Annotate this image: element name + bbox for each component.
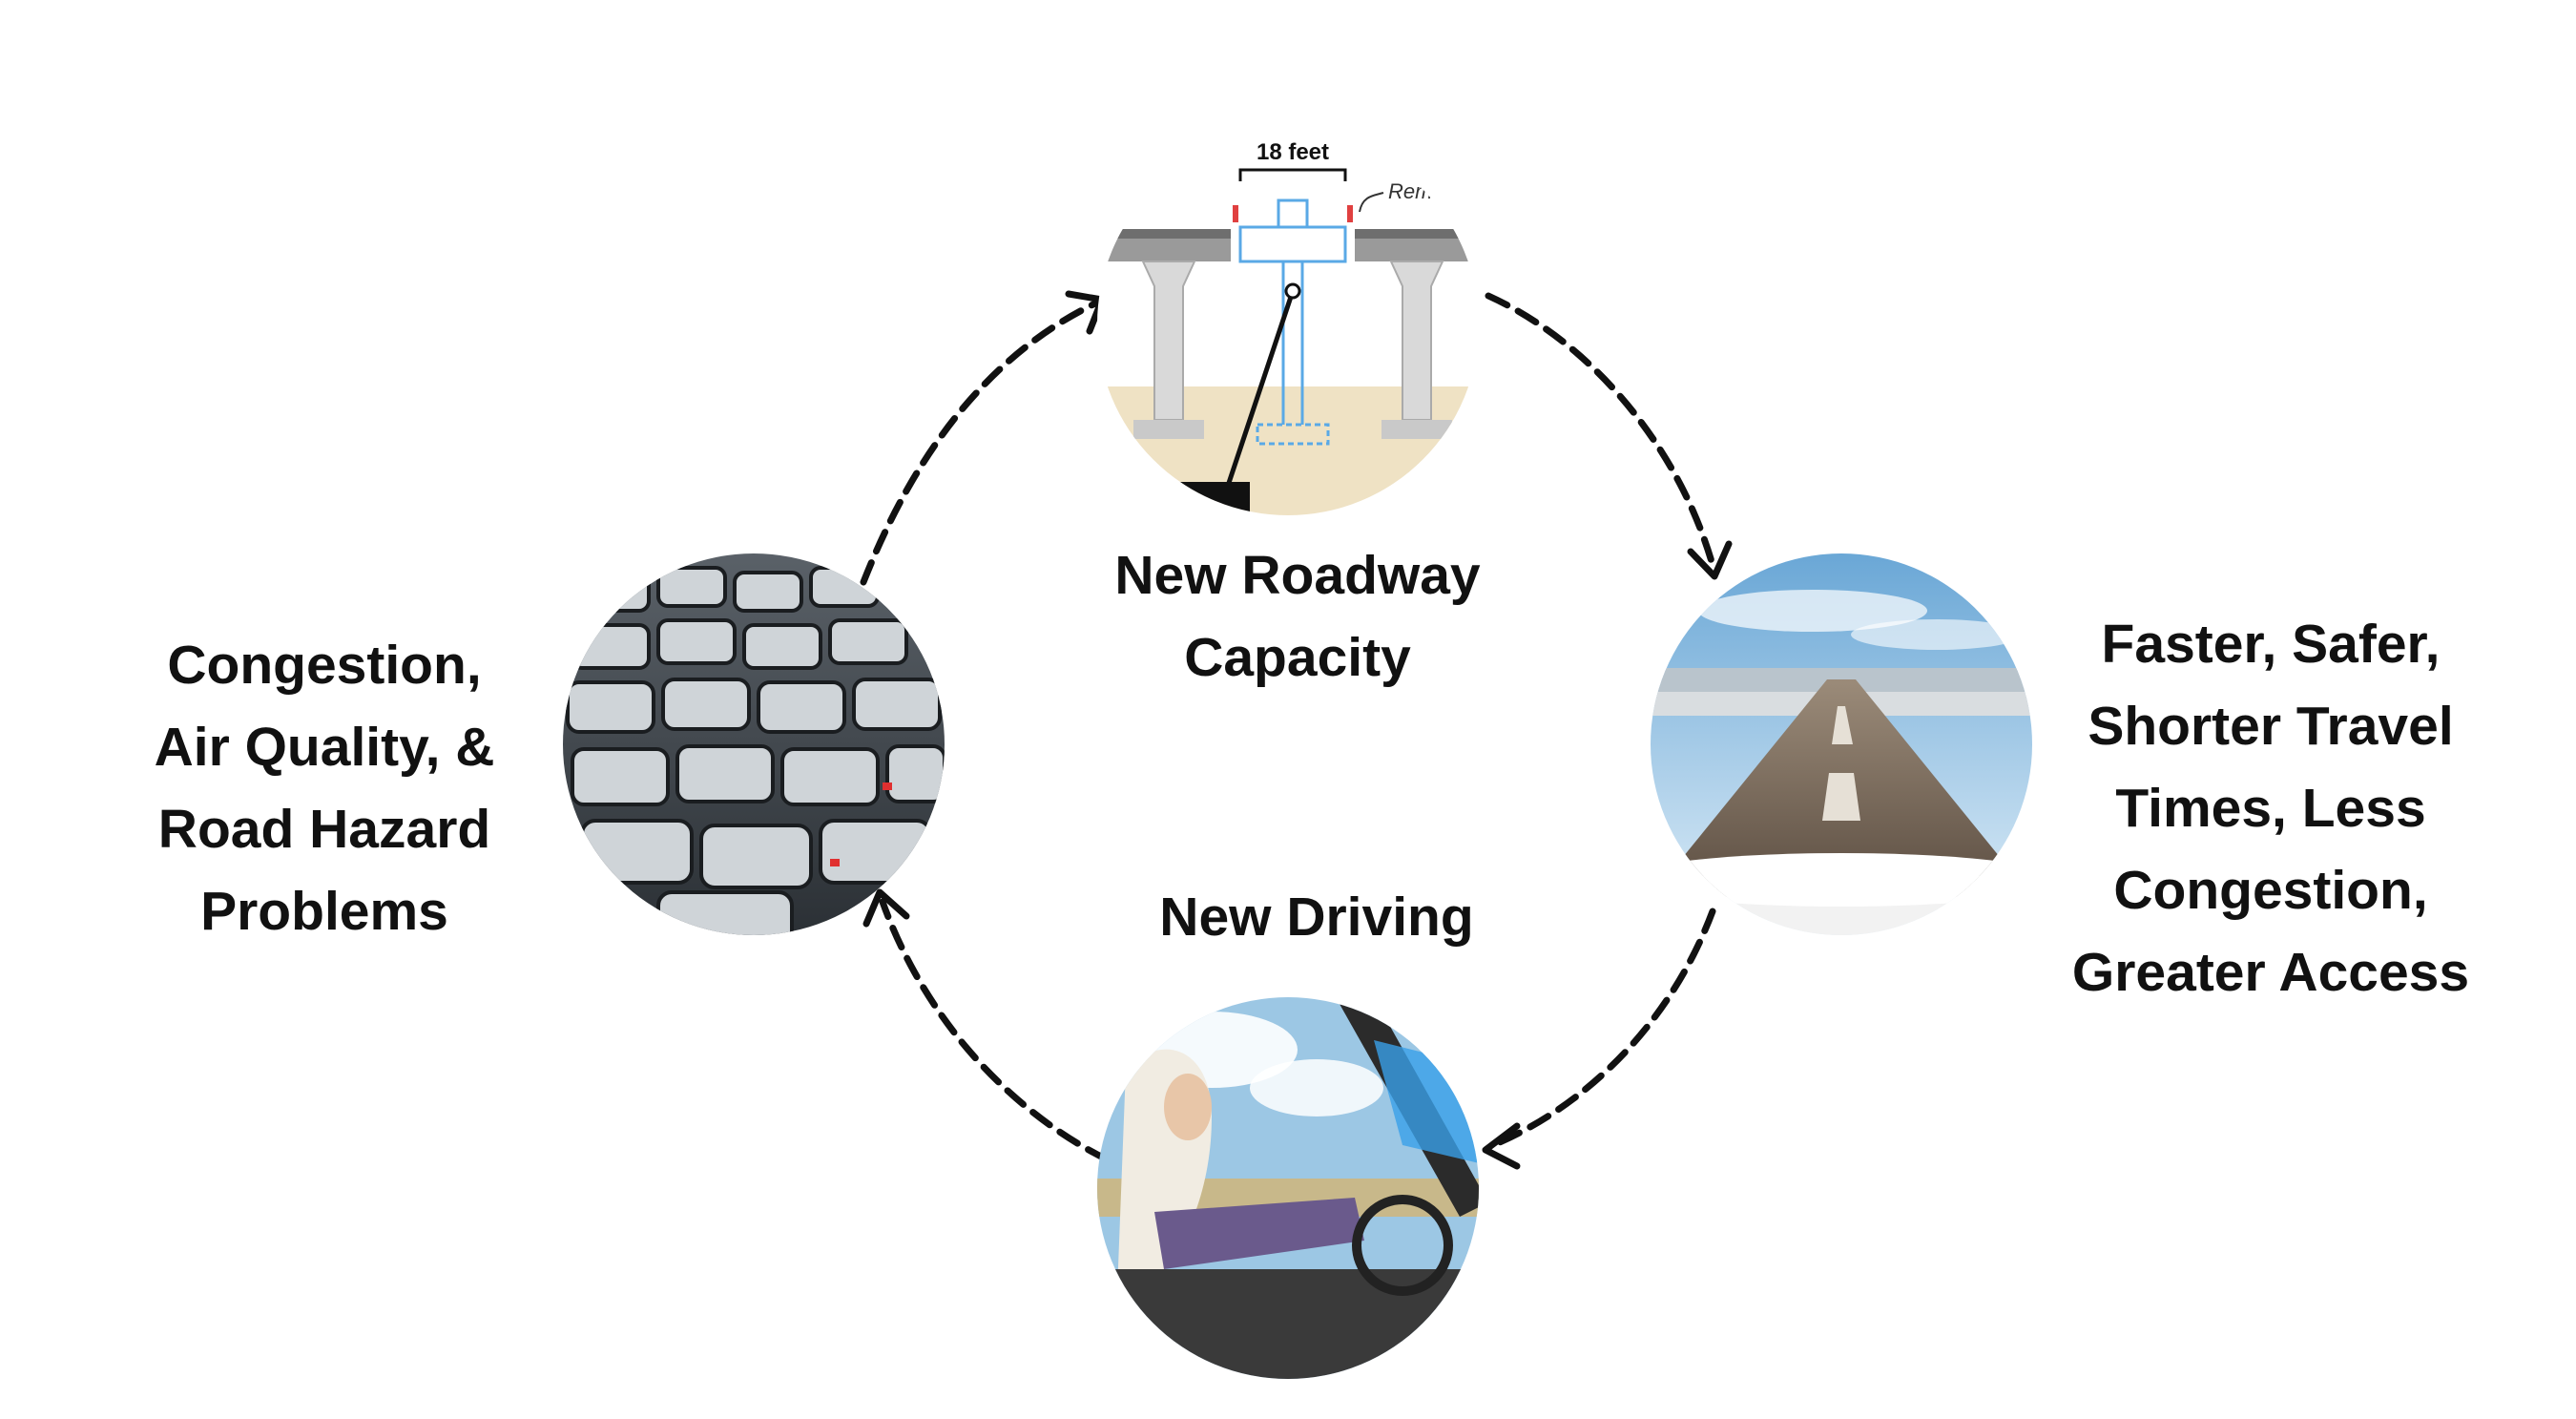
arrow-congestion-to-roadway [863,303,1095,582]
open-highway-image [1622,553,2061,935]
label-faster-safer: Faster, Safer, Shorter Travel Times, Les… [2042,603,2500,1013]
label-line: Times, Less [2042,767,2500,849]
label-line: Capacity [1097,616,1498,699]
traffic-jam-image [563,553,945,949]
label-line: New Roadway [1097,534,1498,616]
dimension-label: 18 feet [1257,139,1329,165]
label-line: New Driving [1126,876,1507,958]
label-line: Problems [114,870,534,952]
label-line: Shorter Travel [2042,685,2500,767]
label-line: Congestion, [2042,849,2500,931]
label-new-driving: New Driving [1126,876,1507,958]
label-new-roadway-capacity: New Roadway Capacity [1097,534,1498,699]
label-line: Faster, Safer, [2042,603,2500,685]
roadway-cross-section-image: 18 feet Remo [1088,124,1488,525]
label-line: Greater Access [2042,931,2500,1013]
arrowhead-driving [1485,1126,1517,1166]
arrow-driving-to-congestion [883,902,1107,1159]
arrow-faster-to-driving [1493,911,1713,1145]
convertible-driver-image [1097,997,1488,1379]
label-congestion-problems: Congestion, Air Quality, & Road Hazard P… [114,624,534,952]
label-line: Congestion, [114,624,534,706]
label-line: Road Hazard [114,788,534,870]
label-line: Air Quality, & [114,706,534,788]
arrow-roadway-to-faster [1488,296,1713,565]
side-note-label: Remo [1388,179,1444,203]
